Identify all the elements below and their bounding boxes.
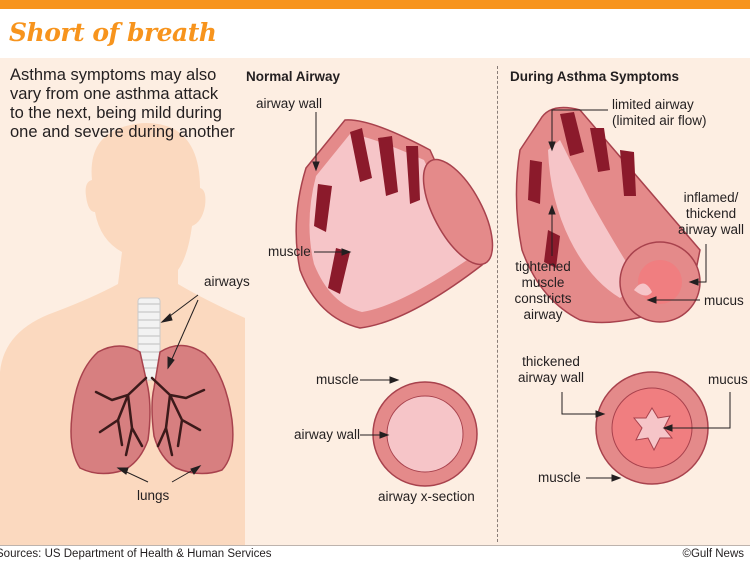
xsection-mucus-label: mucus xyxy=(708,372,748,387)
normal-airway-wall-label: airway wall xyxy=(256,96,323,111)
normal-muscle-label: muscle xyxy=(268,244,311,259)
xsection-caption: airway x-section xyxy=(378,489,475,504)
airways-label: airways xyxy=(204,274,250,289)
mucus-label: mucus xyxy=(704,293,744,308)
normal-airway-xsection xyxy=(372,381,478,487)
inflamed-wall-label: inflamed/ thickend airway wall xyxy=(677,190,745,237)
human-silhouette xyxy=(0,123,245,545)
bronchi-right xyxy=(150,376,206,457)
thickened-wall-label: thickened airway wall xyxy=(517,354,585,385)
bronchi-left xyxy=(94,376,148,457)
copyright: ©Gulf News xyxy=(682,548,744,560)
section-divider xyxy=(497,66,498,542)
top-accent-bar xyxy=(0,0,750,9)
tightened-muscle-label: tightened muscle constricts airway xyxy=(514,259,572,322)
xsection-muscle-label: muscle xyxy=(316,372,359,387)
footer-rule xyxy=(0,545,750,546)
asthma-pointers xyxy=(548,109,731,482)
lungs xyxy=(70,344,234,475)
right-lung xyxy=(151,344,234,475)
normal-airway-heading: Normal Airway xyxy=(246,69,341,84)
intro-text: Asthma symptoms may also vary from one a… xyxy=(10,66,235,141)
lungs-label: lungs xyxy=(137,488,170,503)
asthma-xsection-muscle-label: muscle xyxy=(538,470,581,485)
trachea xyxy=(137,297,161,381)
page-title: Short of breath xyxy=(9,18,217,47)
limited-airway-label: limited airway (limited air flow) xyxy=(612,97,707,128)
normal-pointers xyxy=(312,112,400,439)
xsection-airway-wall-label: airway wall xyxy=(294,427,361,442)
body-pointers xyxy=(116,294,202,483)
asthma-airway-tube xyxy=(515,106,701,324)
source-credit: Sources: US Department of Health & Human… xyxy=(0,548,272,560)
normal-airway-tube xyxy=(295,119,494,329)
asthma-heading: During Asthma Symptoms xyxy=(510,69,680,84)
human-body-shape xyxy=(0,123,245,545)
asthma-airway-xsection xyxy=(595,371,709,485)
